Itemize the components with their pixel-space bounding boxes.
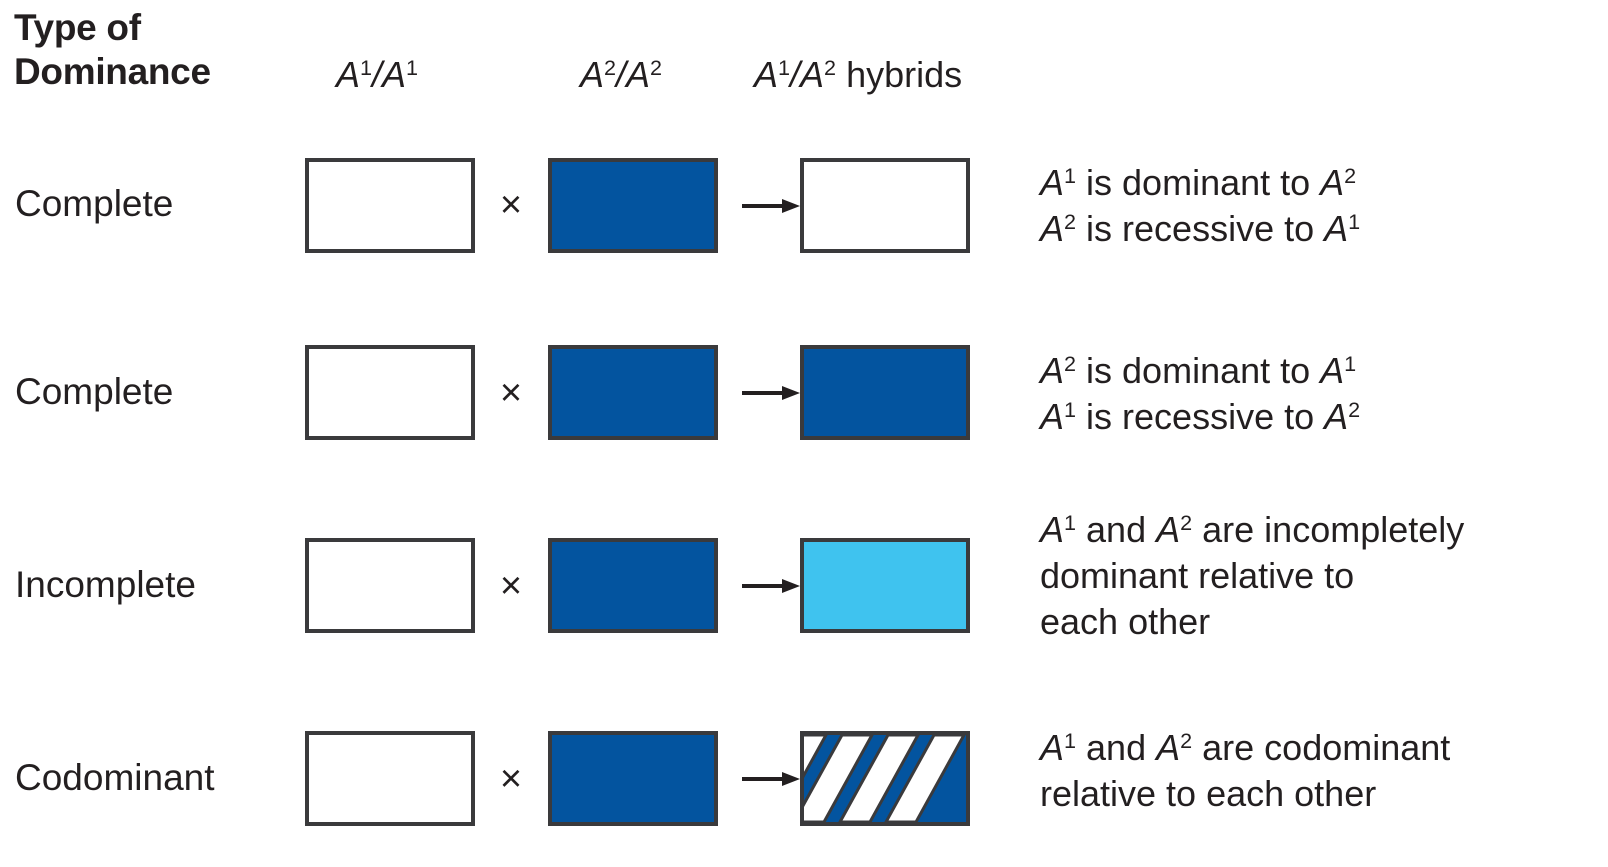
row-label-dominance-type: Codominant [15,757,215,798]
page-title-line1: Type of [14,7,141,48]
row-description: A1 and A2 are incompletely dominant rela… [1040,507,1464,645]
parent2-box [548,158,718,253]
row-label-dominance-type: Complete [15,371,174,412]
parent1-box [305,158,475,253]
cross-symbol: × [499,565,523,607]
row-description: A1 and A2 are codominant relative to eac… [1040,725,1450,817]
desc-line-2: A2 is recessive to A1 [1040,208,1361,249]
parent1-box [305,731,475,826]
parent2-box [548,731,718,826]
parent2-box [548,538,718,633]
row-label-dominance-type: Incomplete [15,564,196,605]
column-header-hybrids: A1/A2 hybrids [754,54,963,95]
desc-line-1: A1 is dominant to A2 [1040,162,1357,203]
desc-line-2: relative to each other [1040,773,1377,814]
arrow-right-icon [742,196,800,216]
parent2-box [548,345,718,440]
desc-line-1: A1 and A2 are incompletely [1040,509,1465,550]
desc-line-2: A1 is recessive to A2 [1040,396,1361,437]
hybrid-box [800,158,970,253]
hybrid-box-striped [800,731,970,826]
arrow-right-icon [742,383,800,403]
hybrid-box [800,538,970,633]
column-header-parent1: A1/A1 [336,54,419,95]
cross-symbol: × [499,372,523,414]
arrow-right-icon [742,576,800,596]
parent1-box [305,345,475,440]
page-title: Type of Dominance [14,6,294,94]
arrow-right-icon [742,769,800,789]
desc-line-3: each other [1040,601,1211,642]
row-label-dominance-type: Complete [15,183,174,224]
page-title-line2: Dominance [14,51,211,92]
cross-symbol: × [499,758,523,800]
desc-line-1: A1 and A2 are codominant [1040,727,1451,768]
parent1-box [305,538,475,633]
cross-symbol: × [499,184,523,226]
desc-line-1: A2 is dominant to A1 [1040,350,1357,391]
column-header-parent2: A2/A2 [580,54,663,95]
desc-line-2: dominant relative to [1040,555,1355,596]
row-description: A1 is dominant to A2 A2 is recessive to … [1040,160,1360,252]
hybrid-box [800,345,970,440]
row-description: A2 is dominant to A1 A1 is recessive to … [1040,348,1360,440]
